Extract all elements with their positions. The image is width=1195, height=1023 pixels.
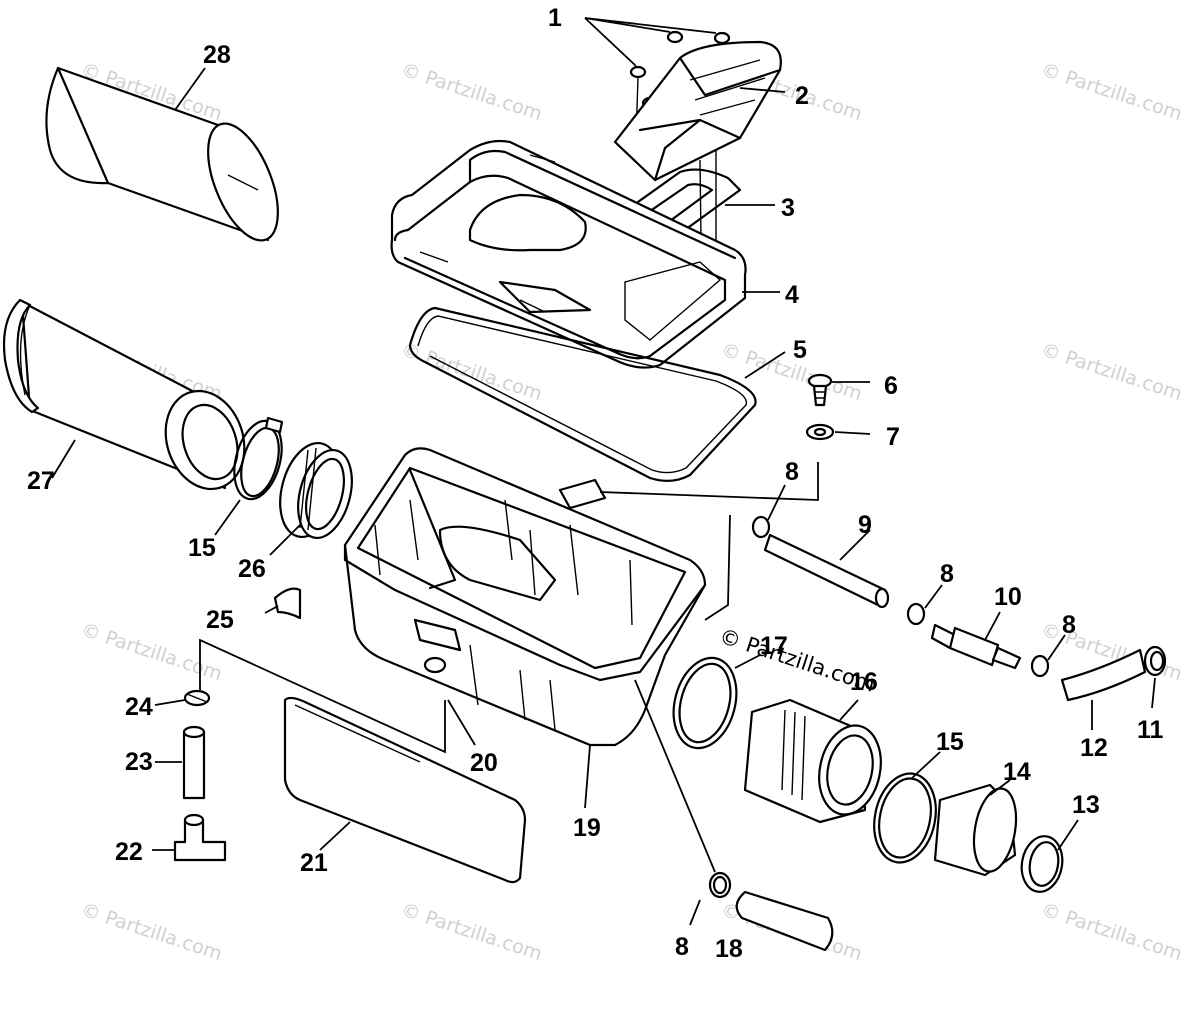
callout-15: 15 (188, 534, 216, 562)
callout-3: 3 (781, 194, 795, 222)
callout-7: 7 (886, 423, 900, 451)
part-13-clamp (1020, 835, 1064, 893)
callout-16: 16 (850, 668, 878, 696)
callout-11: 11 (1137, 716, 1164, 744)
callout-9: 9 (858, 511, 872, 539)
callout-2: 2 (795, 82, 809, 110)
part-26-adapter-ring (279, 441, 353, 540)
part-8-clamp (1030, 654, 1050, 678)
callout-8: 8 (940, 560, 954, 588)
callout-18: 18 (715, 935, 743, 963)
part-11-clamp (1143, 645, 1167, 677)
watermark: © Partzilla.com (1038, 339, 1184, 405)
callout-22: 22 (115, 838, 143, 866)
part-8-clamp-lower (708, 871, 732, 899)
callout-24: 24 (125, 693, 153, 721)
callout-6: 6 (884, 372, 898, 400)
callout-17: 17 (760, 632, 788, 660)
part-17-o-ring (672, 656, 738, 750)
callout-4: 4 (785, 281, 799, 309)
part-18-hose (735, 890, 834, 952)
part-23-tube (182, 725, 206, 800)
part-10-check-valve (930, 623, 1022, 670)
callout-10: 10 (994, 583, 1022, 611)
part-6-screw (807, 373, 833, 407)
part-27-air-filter (2, 298, 246, 491)
part-14-boot (933, 783, 1018, 877)
callout-26: 26 (238, 555, 266, 583)
callouts: 1 2 3 4 5 6 7 8 8 8 8 9 10 11 12 13 14 1… (27, 4, 1164, 963)
callout-14: 14 (1003, 758, 1031, 786)
part-5-seal (408, 306, 757, 482)
callout-5: 5 (793, 336, 807, 364)
watermark: © Partzilla.com (1038, 59, 1184, 125)
callout-27: 27 (27, 467, 55, 495)
part-4-airbox-cover (390, 139, 747, 369)
watermark: © Partzilla.com (78, 899, 224, 965)
callout-12: 12 (1080, 734, 1108, 762)
callout-15: 15 (936, 728, 964, 756)
callout-20: 20 (470, 749, 498, 777)
part-21-drain-cover (283, 696, 527, 884)
callout-28: 28 (203, 41, 231, 69)
callout-8: 8 (785, 458, 799, 486)
callout-8: 8 (675, 933, 689, 961)
part-15-clamp-left (233, 416, 284, 501)
part-9-hose (763, 533, 890, 609)
callout-23: 23 (125, 748, 153, 776)
part-2-intake-snorkel (613, 40, 782, 182)
watermark: © Partzilla.com (398, 339, 544, 405)
callout-13: 13 (1072, 791, 1100, 819)
part-28-filter-sleeve (45, 66, 279, 242)
part-8-clamp (906, 602, 926, 626)
part-25-clip (273, 587, 302, 620)
callout-1: 1 (548, 4, 562, 32)
callout-19: 19 (573, 814, 601, 842)
watermark: © Partzilla.com (718, 339, 864, 405)
watermark: © Partzilla.com (398, 59, 544, 125)
callout-8: 8 (1062, 611, 1076, 639)
watermark: © Partzilla.com (398, 899, 544, 965)
part-24-cap (183, 689, 211, 707)
part-22-tee (173, 813, 227, 862)
part-7-washer (805, 423, 835, 441)
part-16-outlet-adapter (743, 698, 882, 824)
part-12-hose (1060, 648, 1147, 702)
callout-21: 21 (300, 849, 328, 877)
leader-lines (51, 17, 1156, 926)
part-8-clamp (751, 515, 771, 539)
watermark: © Partzilla.com (1038, 899, 1184, 965)
watermark: © Partzilla.com (78, 619, 224, 685)
callout-25: 25 (206, 606, 234, 634)
part-15-clamp-right (873, 772, 937, 864)
part-19-airbox-body (343, 447, 707, 747)
